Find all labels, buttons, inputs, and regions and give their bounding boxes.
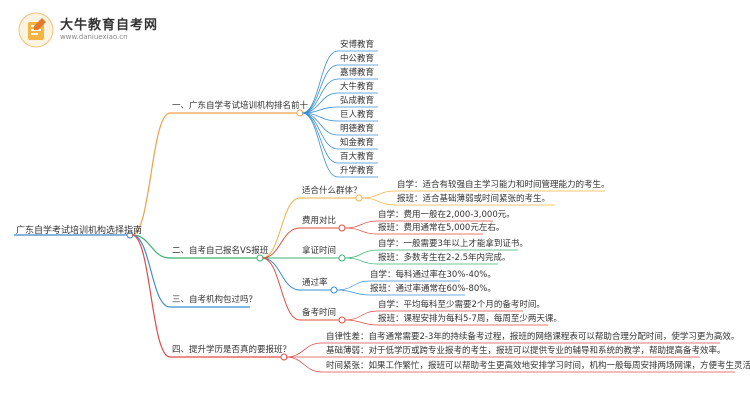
branch-1-item-connector [301, 112, 339, 178]
branch-4-leaf: 时间紧张：如果工作繁忙，报班可以帮助考生更高效地安排学习时间，机构一般每周安排两… [326, 361, 750, 371]
branch-2-leaf-connector [336, 289, 371, 296]
branch-1-item: 弘成教育 [340, 96, 375, 106]
branch-2-sub-label: 备考时间 [302, 308, 337, 318]
branch-1-item-connector [301, 92, 339, 114]
branch-2-leaf: 自学：每科通过率在30%-40%。 [370, 270, 496, 280]
branch-2-sub-label: 通过率 [302, 278, 328, 288]
branch-2-sub-connector [261, 227, 301, 259]
branch-2-sub-node [338, 224, 346, 232]
branch-2-leaf: 报班：课程安排为每科5-7周，每周至少两天课。 [378, 314, 562, 324]
branch-4-leaf: 基础薄弱：对于低学历或跨专业报考的考生，报班可以提供专业的辅导和系统的教学，帮助… [326, 346, 726, 356]
branch-2-sub-node [338, 316, 346, 324]
branch-2-label: 二、自考自己报名VS报班 [172, 246, 269, 256]
branch-2-leaf: 报班：多数考生在2-2.5年内完成。 [378, 253, 511, 263]
branch-1-item: 明德教育 [340, 124, 375, 134]
branch-2-leaf-connector [344, 257, 379, 265]
branch-1-item: 知金教育 [340, 138, 375, 148]
branch-2-sub-node [330, 286, 338, 294]
branch-2-leaf-connector [361, 197, 396, 206]
branch-2-leaf: 报班：适合基础薄弱或时间紧张的考生。 [397, 194, 551, 204]
branch-2-sub-connector [261, 257, 301, 321]
branch-3-label: 三、自考机构包过吗？ [172, 295, 258, 305]
branch-1-item: 大牛教育 [340, 82, 375, 92]
branch-1-item-connector [301, 78, 339, 114]
branch-1-connector [131, 112, 171, 236]
branch-3-connector [131, 234, 171, 308]
branch-2-leaf-connector [344, 310, 379, 321]
branch-2-leaf: 自学：平均每科至少需要2个月的备考时间。 [378, 300, 545, 310]
branch-2-leaf: 报班：通过率通常在60%-80%。 [370, 284, 496, 294]
brand-logo [18, 12, 54, 48]
root-topic: 广东自学考试培训机构选择指南 [16, 226, 143, 236]
branch-2-sub-node [338, 254, 346, 262]
branch-2-sub-connector [261, 257, 301, 291]
branch-4-leaf-connector [285, 342, 323, 358]
branch-2-sub-connector [261, 197, 301, 259]
branch-1-item: 升学教育 [340, 166, 375, 176]
branch-2-leaf-connector [344, 249, 379, 259]
branch-4-leaf: 自律性差：自考通常需要2-3年的持续备考过程，报班的网络课程表可以帮助合理分配时… [326, 332, 740, 342]
branch-2-leaf: 自学：适合有较强自主学习能力和时间管理能力的考生。 [397, 180, 610, 190]
branch-2-sub-label: 费用对比 [302, 216, 337, 226]
branch-1-item: 安博教育 [340, 40, 375, 50]
branch-2-leaf: 自学：费用一般在2,000-3,000元。 [378, 210, 515, 220]
branch-4-label: 四、提升学历是否真的要报班？ [172, 345, 292, 355]
branch-2-leaf: 自学：一般需要3年以上才能拿到证书。 [378, 239, 528, 249]
brand-title: 大牛教育自考网 [60, 18, 159, 33]
branch-2-leaf-connector [361, 190, 396, 199]
branch-2-leaf-connector [336, 280, 371, 291]
branch-2-leaf-connector [344, 220, 379, 229]
branch-2-sub-label: 适合什么群体？ [302, 186, 362, 196]
branch-1-item: 巨人教育 [340, 110, 375, 120]
branch-4-leaf-connector [285, 356, 323, 373]
branch-2-leaf-connector [344, 319, 379, 326]
branch-2-leaf-connector [344, 227, 379, 235]
branch-1-item: 嘉博教育 [340, 68, 375, 78]
branch-4-connector [131, 234, 171, 358]
branch-1-item: 中公教育 [340, 54, 375, 64]
brand-url: www.daniuexiao.cn [60, 33, 128, 41]
branch-2-sub-label: 拿证时间 [302, 246, 337, 256]
branch-1-label: 一、广东自学考试培训机构排名前十 [172, 101, 309, 111]
branch-2-leaf: 报班：费用通常在5,000元左右。 [378, 223, 505, 233]
branch-1-item: 百大教育 [340, 152, 375, 162]
